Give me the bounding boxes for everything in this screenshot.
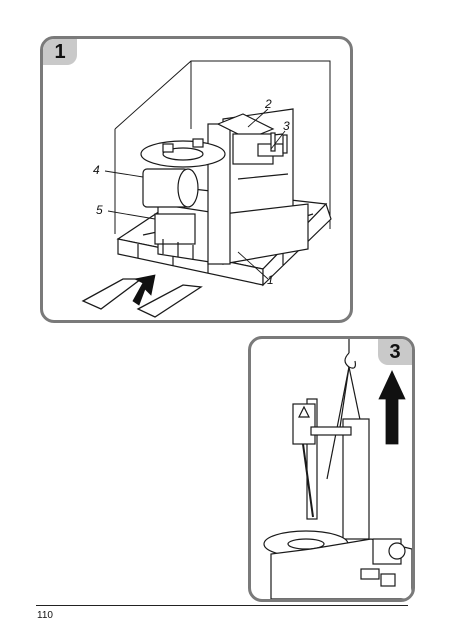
- lift-up-arrow-icon: [378, 370, 406, 445]
- callout-label: 3: [283, 119, 290, 133]
- callout-label: 1: [267, 273, 274, 287]
- callout-label: 2: [265, 97, 272, 111]
- callout-label: 5: [96, 203, 103, 217]
- figure-3-panel: 3: [248, 336, 415, 602]
- figure-1-panel: 1: [40, 36, 353, 323]
- footer-rule: [36, 605, 408, 606]
- crated-machine-illustration: [81, 60, 332, 318]
- push-arrow-icon: [132, 274, 156, 306]
- lifted-machine-illustration: [263, 339, 412, 599]
- callout-label: 4: [93, 163, 100, 177]
- figure-number-badge: 3: [378, 339, 412, 365]
- figure-number-badge: 1: [43, 39, 77, 65]
- page-number: 110: [37, 610, 53, 621]
